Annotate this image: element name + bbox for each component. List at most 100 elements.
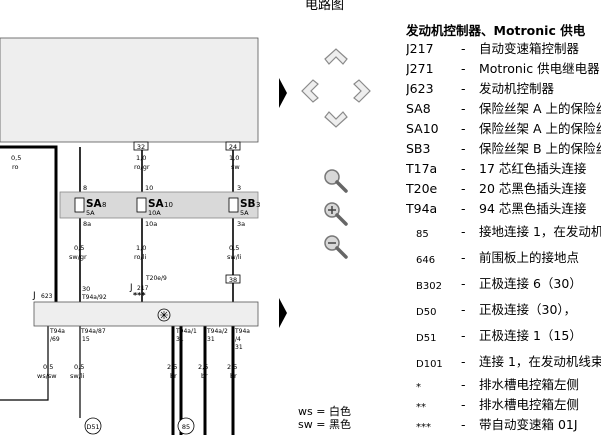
- legend-dash: -: [461, 121, 466, 136]
- ecu-ground-symbol: [157, 308, 171, 322]
- svg-text:8a: 8a: [83, 220, 91, 228]
- zoom-in-icon: [324, 202, 348, 226]
- legend-dash: -: [461, 224, 466, 239]
- legend-code: B302: [416, 281, 442, 292]
- chevron-right-icon: [353, 79, 371, 103]
- pan-right-button[interactable]: [353, 79, 371, 103]
- color-key-row: ws = 白色: [298, 405, 351, 418]
- svg-text:623: 623: [41, 293, 53, 300]
- legend-dash: -: [461, 377, 466, 392]
- legend-row: ***-带自动变速箱 01J: [406, 415, 601, 435]
- svg-text:8: 8: [83, 184, 87, 192]
- svg-text:T94a/2: T94a/2: [206, 328, 228, 335]
- legend-desc: 94 芯黑色插头连接: [479, 201, 587, 216]
- zoom-out-icon: [324, 235, 348, 259]
- page-next-arrow-icon[interactable]: [279, 298, 287, 328]
- zoom-fit-button[interactable]: [324, 169, 348, 193]
- legend-desc: 20 芯黑色插头连接: [479, 181, 587, 196]
- pan-up-button[interactable]: [324, 48, 348, 65]
- legend-row: SA8-保险丝架 A 上的保险丝: [406, 99, 601, 119]
- legend-row: 85-接地连接 1，在发动机线束中: [406, 219, 601, 245]
- legend-desc: 排水槽电控箱左侧: [479, 377, 580, 392]
- legend-desc: 保险丝架 A 上的保险丝: [479, 121, 601, 136]
- svg-text:2,5: 2,5: [198, 363, 208, 371]
- legend-code: SA10: [406, 121, 439, 136]
- legend-desc: 前围板上的接地点: [479, 250, 580, 265]
- legend-desc: 正极连接 6（30）: [479, 276, 582, 291]
- legend-code: D51: [416, 333, 437, 344]
- legend-desc: 带自动变速箱 01J: [479, 417, 578, 432]
- ref-box-32-label: 32: [137, 143, 145, 151]
- zoom-out-button[interactable]: [324, 235, 348, 259]
- svg-text:5A: 5A: [86, 209, 95, 217]
- legend-dash: -: [461, 250, 466, 265]
- svg-text:2,5: 2,5: [167, 363, 177, 371]
- pan-down-button[interactable]: [324, 111, 348, 128]
- legend-row: **-排水槽电控箱左侧: [406, 395, 601, 415]
- svg-text:0,5: 0,5: [11, 154, 21, 162]
- legend-code: **: [416, 402, 426, 413]
- legend-row: J623-发动机控制器: [406, 79, 601, 99]
- pan-left-button[interactable]: [301, 79, 319, 103]
- svg-text:br: br: [170, 372, 177, 380]
- svg-text:J: J: [32, 291, 36, 301]
- legend-dash: -: [461, 161, 466, 176]
- legend-dash: -: [461, 61, 466, 76]
- svg-text:sw/li: sw/li: [227, 253, 242, 261]
- wire-group: [0, 145, 235, 435]
- legend-code: *: [416, 382, 421, 393]
- ref-box-38: [225, 274, 241, 284]
- legend-desc: 正极连接（30），: [479, 302, 577, 317]
- svg-text:ro/gr: ro/gr: [134, 163, 150, 171]
- legend-dash: -: [461, 417, 466, 432]
- node-85-label: 85: [182, 423, 190, 431]
- fuse-sa8[interactable]: 8 8a SA 8 5A: [74, 184, 106, 228]
- svg-text:/69: /69: [50, 336, 60, 343]
- ref-box-24: [225, 141, 241, 151]
- svg-text:SA: SA: [148, 198, 165, 210]
- svg-text:1,0: 1,0: [136, 154, 146, 162]
- chevron-up-icon: [324, 48, 348, 65]
- fuse-sa10[interactable]: 10 10a SA 10 10A: [136, 184, 173, 228]
- legend-dash: -: [461, 354, 466, 369]
- svg-text:31: 31: [235, 344, 243, 351]
- legend-code: 646: [416, 255, 436, 266]
- legend-row: D101-连接 1，在发动机线束中: [406, 349, 601, 375]
- node-85[interactable]: [177, 417, 195, 435]
- svg-text:SA: SA: [86, 198, 103, 210]
- svg-text:8: 8: [102, 201, 106, 209]
- svg-text:31: 31: [207, 336, 215, 343]
- svg-text:0,5: 0,5: [229, 244, 239, 252]
- legend-code: J217: [406, 41, 434, 56]
- page-prev-arrow-icon[interactable]: [279, 78, 287, 108]
- svg-text:3: 3: [237, 184, 241, 192]
- ecu-ground-symbol-mark: [160, 311, 168, 319]
- fuse-sb3[interactable]: 3 3a SB 3 5A: [228, 184, 260, 228]
- svg-text:15: 15: [82, 336, 90, 343]
- node-d51[interactable]: [84, 417, 102, 435]
- svg-text:ro/li: ro/li: [134, 253, 147, 261]
- svg-text:br: br: [201, 372, 208, 380]
- legend-code: D50: [416, 307, 437, 318]
- j217-label: J 217 ***: [129, 283, 149, 300]
- legend-dash: -: [461, 141, 466, 156]
- zoom-in-button[interactable]: [324, 202, 348, 226]
- ref-box-24-label: 24: [229, 143, 237, 151]
- connector-t20e9: T20e/9: [145, 275, 167, 282]
- j623-label: J 623: [32, 291, 53, 301]
- legend-code: T17a: [406, 161, 438, 176]
- lower-connector-labels: T94a /69 T94a/87 15 T94a/1 31 T94a/2 31 …: [49, 328, 250, 351]
- svg-text:br: br: [230, 372, 237, 380]
- legend-desc: Motronic 供电继电器: [479, 61, 600, 76]
- svg-text:sw/li: sw/li: [70, 372, 85, 380]
- schematic-top-panel: [0, 37, 259, 143]
- legend-desc: 自动变速箱控制器: [479, 41, 580, 56]
- ecu-j623-box[interactable]: [33, 301, 259, 327]
- color-key: ws = 白色 sw = 黑色: [298, 405, 351, 431]
- legend-desc: 保险丝架 B 上的保险丝: [479, 141, 601, 156]
- legend-row: J217-自动变速箱控制器: [406, 39, 601, 59]
- svg-text:1,0: 1,0: [229, 154, 239, 162]
- svg-text:T94a/1: T94a/1: [175, 328, 197, 335]
